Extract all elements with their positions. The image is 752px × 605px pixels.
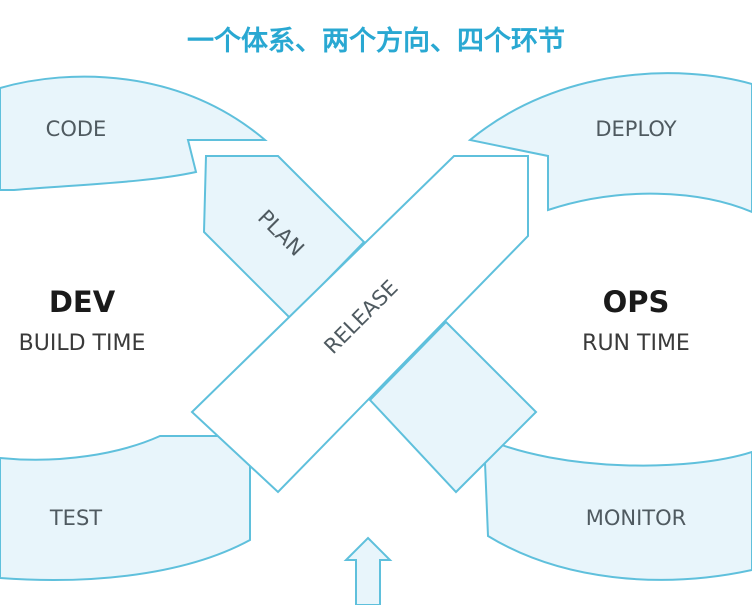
- dev-title: DEV: [49, 285, 116, 319]
- ops-subtitle: RUN TIME: [582, 331, 690, 356]
- monitor-segment: [482, 436, 752, 581]
- test-segment: [0, 435, 251, 581]
- ops-title: OPS: [603, 285, 670, 319]
- monitor-label: MONITOR: [586, 506, 687, 530]
- release-arrow: [190, 155, 529, 494]
- deploy-label: DEPLOY: [595, 117, 676, 141]
- deploy-segment: [467, 72, 752, 214]
- up-arrow-icon: [343, 536, 393, 605]
- diagram-title: 一个体系、两个方向、四个环节: [187, 25, 565, 57]
- code-segment: [0, 75, 268, 191]
- code-label: CODE: [46, 117, 107, 141]
- deploy-arm-segment: [368, 320, 538, 494]
- test-label: TEST: [49, 506, 102, 530]
- dev-subtitle: BUILD TIME: [19, 331, 146, 356]
